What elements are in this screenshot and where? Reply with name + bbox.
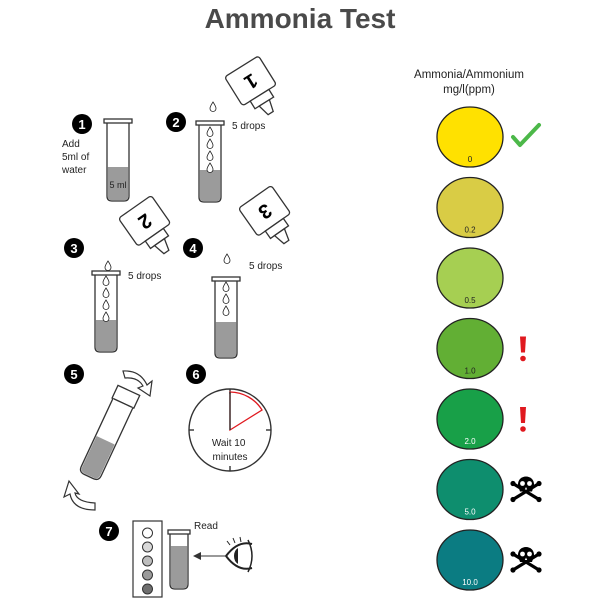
color-swatch-0: 0 <box>436 106 541 168</box>
mini-color-card <box>132 520 163 598</box>
swatch-circle <box>436 388 504 450</box>
step-1-number: 1 <box>78 117 85 132</box>
step-6-label: Wait 10 minutes <box>212 438 248 463</box>
step-4-label: 5 drops <box>249 261 282 272</box>
chart-header-line1: Ammonia/Ammonium <box>414 69 524 81</box>
sight-arrow-icon <box>193 552 226 560</box>
capped-test-tube <box>79 384 141 481</box>
reagent-bottle-3: 3 <box>238 185 291 245</box>
step-3-number: 3 <box>70 241 77 256</box>
test-tube <box>91 270 121 353</box>
step-2-label: 5 drops <box>232 121 265 132</box>
swatch-circle <box>436 106 504 168</box>
step-5: 5 <box>63 364 153 511</box>
swatch-value-label: 2.0 <box>464 437 476 446</box>
test-tube <box>103 118 133 202</box>
step-5-badge <box>64 364 84 384</box>
step-6-number: 6 <box>192 367 199 382</box>
test-tube <box>167 529 191 590</box>
step-1-badge <box>72 114 92 134</box>
skull-crossbones-icon <box>508 545 544 575</box>
skull-crossbones-icon <box>508 474 544 504</box>
swatch-value-label: 0.5 <box>464 296 476 305</box>
timer-clock-icon <box>188 388 272 472</box>
swatch-circle <box>436 176 504 239</box>
shake-arrow-bottom-icon <box>63 479 96 511</box>
step-2: 2 1 5 drops <box>166 56 277 203</box>
swatch-value-label: 0 <box>468 155 473 164</box>
step-6-badge <box>186 364 206 384</box>
step-5-number: 5 <box>70 367 77 382</box>
swatch-value-label: 10.0 <box>462 578 478 587</box>
reagent-bottle-2: 2 <box>118 195 171 255</box>
color-swatch-1.0: 1.0 <box>436 317 526 380</box>
exclamation-icon <box>520 407 526 432</box>
shake-arrow-top-icon <box>122 370 153 398</box>
swatch-value-label: 5.0 <box>464 508 476 517</box>
tube-volume-label: 5 ml <box>109 180 126 190</box>
color-swatch-list: 0 0.2 0.5 1.0 2.0 5.0 10.0 <box>436 106 544 591</box>
chart-header-line2: mg/l(ppm) <box>443 84 495 96</box>
color-chart: Ammonia/Ammonium mg/l(ppm) 0 0.2 0.5 1.0 2.0… <box>414 69 544 591</box>
step-4-badge <box>183 238 203 258</box>
step-1: 1 Add 5ml of water 5 ml <box>61 114 133 202</box>
swatch-circle <box>436 247 504 309</box>
test-tube <box>211 276 241 359</box>
step-7: 7 Read <box>99 520 253 598</box>
step-1-label: Add 5ml of water <box>61 139 92 176</box>
exclamation-icon <box>520 336 526 362</box>
reagent-bottle-1: 1 <box>225 56 277 116</box>
step-7-label: Read <box>194 521 218 532</box>
swatch-value-label: 0.2 <box>464 226 476 235</box>
step-3-label: 5 drops <box>128 271 161 282</box>
swatch-circle <box>436 458 504 521</box>
swatch-value-label: 1.0 <box>464 367 476 376</box>
step-2-number: 2 <box>172 115 179 130</box>
swatch-circle <box>436 317 504 380</box>
step-6: 6 Wait 10 minutes <box>186 364 272 472</box>
color-swatch-0.2: 0.2 <box>436 176 504 239</box>
step-3-badge <box>64 238 84 258</box>
step-7-number: 7 <box>105 524 112 539</box>
eye-icon <box>225 536 253 573</box>
color-swatch-10.0: 10.0 <box>436 529 544 591</box>
check-icon <box>511 123 541 147</box>
color-swatch-0.5: 0.5 <box>436 247 504 309</box>
color-swatch-5.0: 5.0 <box>436 458 544 521</box>
step-4: 4 3 5 drops <box>183 185 291 359</box>
step-7-badge <box>99 521 119 541</box>
step-2-badge <box>166 112 186 132</box>
color-swatch-2.0: 2.0 <box>436 388 526 450</box>
page-title: Ammonia Test <box>205 3 396 34</box>
step-3: 3 2 5 drops <box>64 195 171 353</box>
test-tube <box>195 120 225 203</box>
step-4-number: 4 <box>189 241 197 256</box>
swatch-circle <box>436 529 504 591</box>
